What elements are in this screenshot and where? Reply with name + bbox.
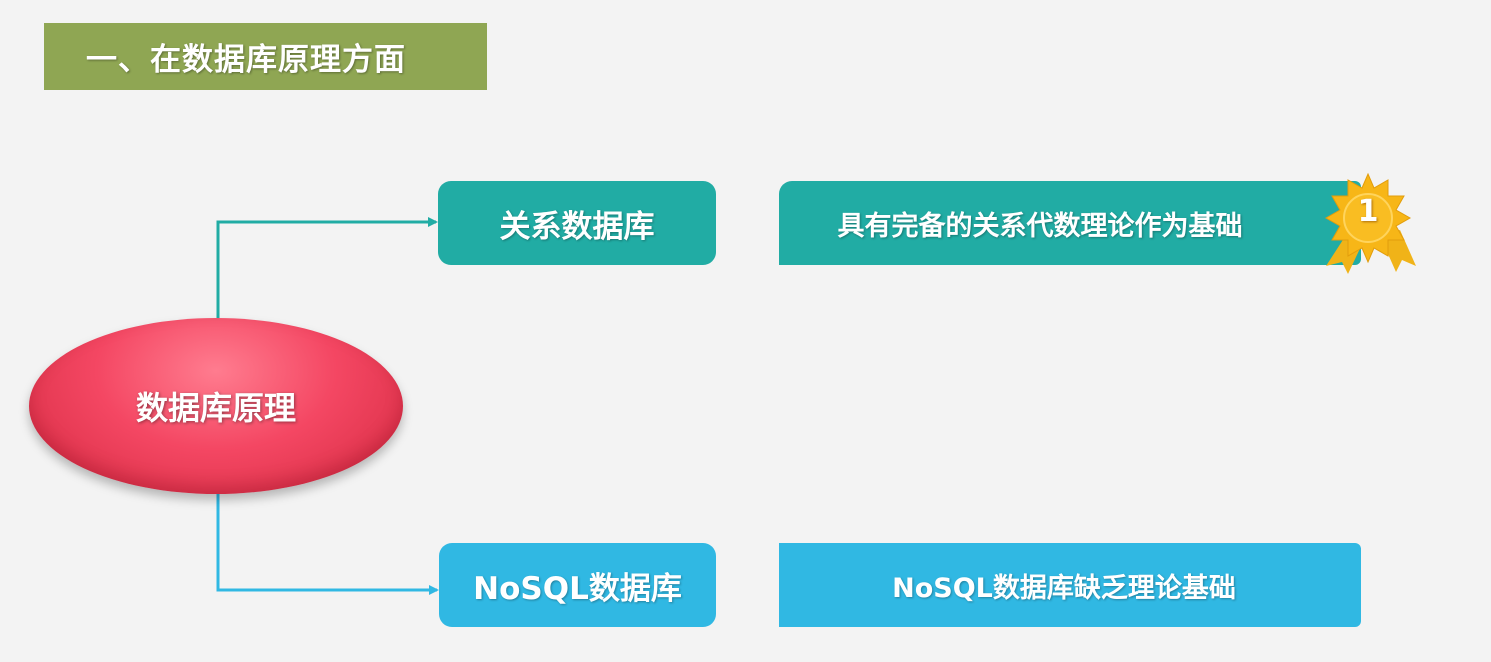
- root-node-label: 数据库原理: [135, 389, 296, 427]
- award-badge-icon: [1324, 172, 1416, 274]
- root-node-database-principles: 数据库原理: [29, 318, 403, 494]
- section-title: 一、在数据库原理方面: [86, 42, 406, 78]
- branch-description-text: NoSQL数据库缺乏理论基础: [892, 572, 1236, 604]
- connector-to-relational: [216, 217, 438, 320]
- branch-description-nosql: NoSQL数据库缺乏理论基础: [779, 543, 1361, 627]
- branch-description-text: 具有完备的关系代数理论作为基础: [837, 210, 1243, 242]
- badge-number: 1: [1357, 193, 1379, 229]
- branch-node-label: NoSQL数据库: [473, 570, 682, 607]
- branch-node-relational: 关系数据库: [438, 181, 716, 265]
- branch-description-relational: 具有完备的关系代数理论作为基础: [779, 181, 1361, 265]
- section-title-bar: 一、在数据库原理方面: [44, 23, 487, 90]
- branch-node-nosql: NoSQL数据库: [439, 543, 716, 627]
- branch-node-label: 关系数据库: [499, 208, 655, 245]
- connector-to-nosql: [216, 492, 439, 595]
